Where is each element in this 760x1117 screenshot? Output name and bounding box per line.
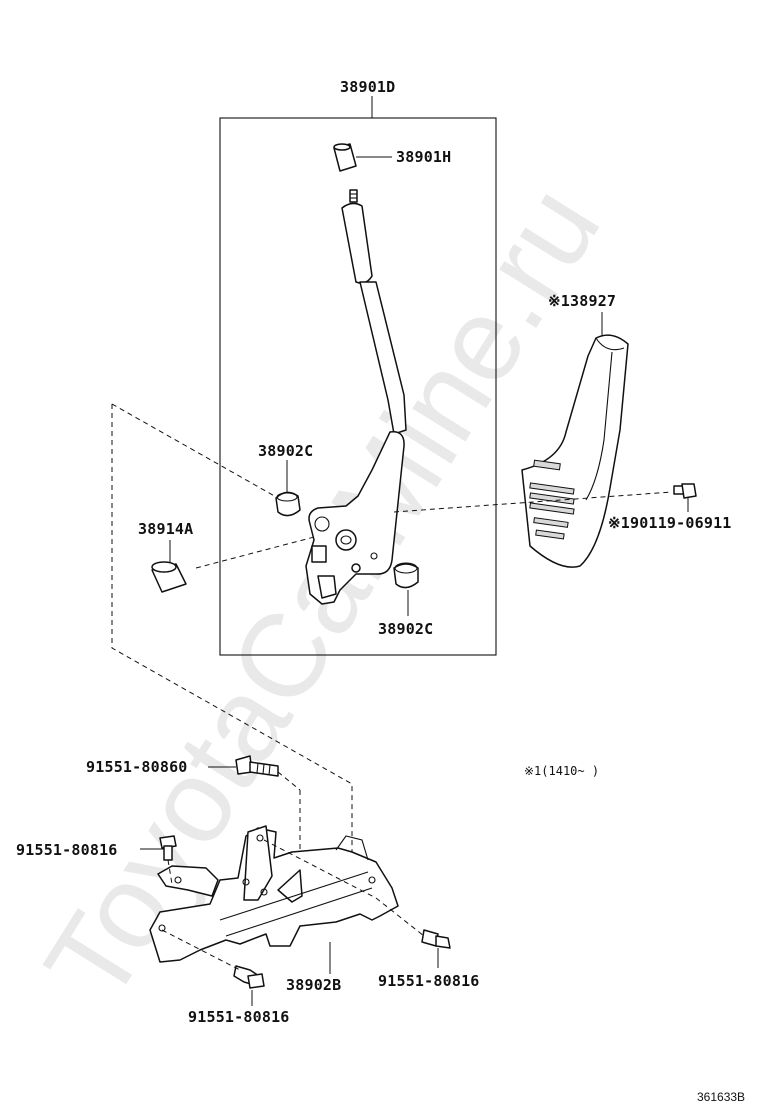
bushing-upper-part[interactable] — [275, 491, 301, 517]
label-90119-06911: ※190119-06911 — [608, 514, 732, 532]
label-38902B: 38902B — [286, 976, 341, 994]
lever-part[interactable] — [305, 189, 407, 605]
label-91551-80816-left: 91551-80816 — [16, 841, 118, 859]
label-note: ※1(1410~ ) — [524, 764, 599, 778]
label-38914A: 38914A — [138, 520, 193, 538]
pin-part[interactable] — [151, 561, 187, 593]
label-38901D: 38901D — [340, 78, 395, 96]
knob-cap-part[interactable] — [333, 143, 357, 172]
bushing-lower-part[interactable] — [393, 562, 419, 589]
label-38902C-upper: 38902C — [258, 442, 313, 460]
bolt-bottom-part[interactable] — [233, 965, 265, 989]
label-91551-80860: 91551-80860 — [86, 758, 188, 776]
bracket-part[interactable] — [149, 825, 399, 963]
label-38927: ※138927 — [548, 292, 616, 310]
cover-grip-ribs — [529, 459, 575, 540]
bolt-right-part[interactable] — [421, 929, 451, 949]
label-38901H: 38901H — [396, 148, 451, 166]
assembly-frame — [219, 117, 497, 656]
bolt-top-part[interactable] — [235, 755, 279, 777]
label-91551-80816-right: 91551-80816 — [378, 972, 480, 990]
label-38902C-lower: 38902C — [378, 620, 433, 638]
cover-screw-part[interactable] — [673, 483, 697, 499]
reference-code: 361633B — [697, 1090, 745, 1104]
label-91551-80816-bottom: 91551-80816 — [188, 1008, 290, 1026]
alignment-line — [111, 403, 353, 852]
lever-cover-part[interactable] — [521, 334, 629, 568]
